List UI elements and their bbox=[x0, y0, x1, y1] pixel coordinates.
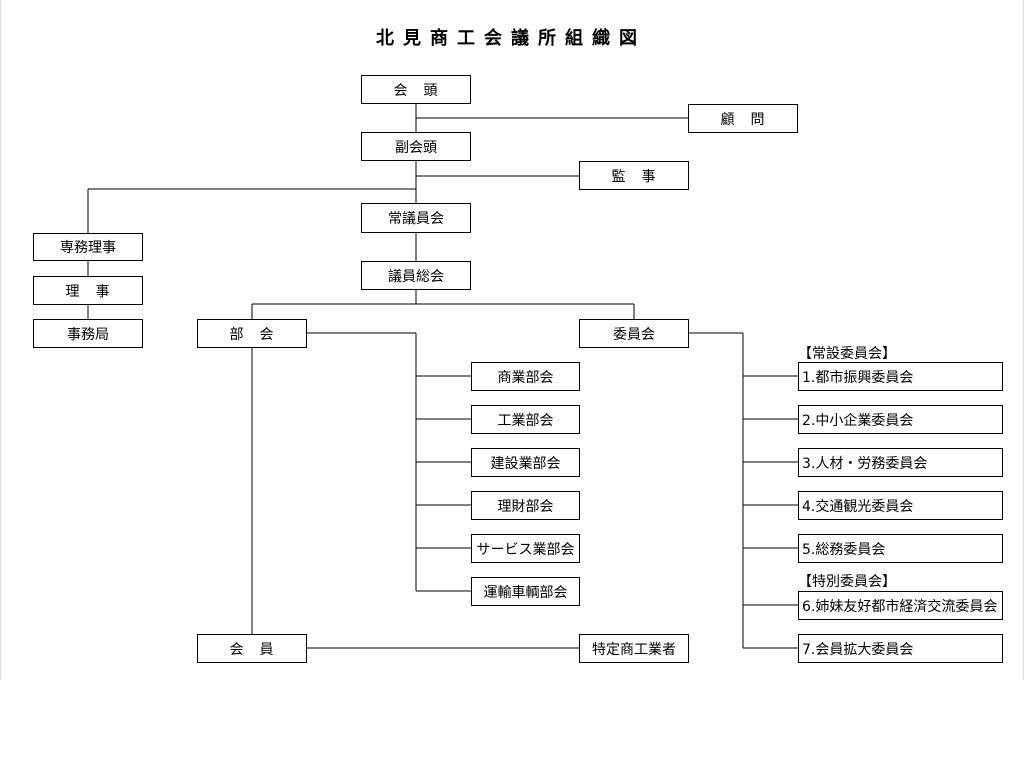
division-item: 工業部会 bbox=[471, 405, 580, 434]
standing-members-box: 常議員会 bbox=[361, 203, 471, 233]
advisor-box: 顧 問 bbox=[688, 104, 798, 133]
members-box: 会 員 bbox=[197, 634, 307, 663]
auditor-box: 監 事 bbox=[579, 161, 689, 190]
connector-lines bbox=[87, 104, 798, 649]
executive-director-box: 専務理事 bbox=[33, 233, 143, 261]
specified-merchants-box: 特定商工業者 bbox=[579, 634, 689, 663]
divisions-box: 部 会 bbox=[197, 319, 307, 348]
special-committees-label: 【特別委員会】 bbox=[798, 574, 896, 590]
division-item: サービス業部会 bbox=[471, 534, 580, 563]
org-chart-sheet: 北見商工会議所組織図 bbox=[0, 0, 1024, 680]
chart-title: 北見商工会議所組織図 bbox=[376, 28, 646, 49]
committee-item: 6.姉妹友好都市経済交流委員会 bbox=[798, 591, 1003, 620]
vice-chairman-box: 副会頭 bbox=[361, 132, 471, 161]
committee-item: 2.中小企業委員会 bbox=[798, 405, 1003, 434]
standing-committees-label: 【常設委員会】 bbox=[798, 346, 896, 362]
committee-item: 4.交通観光委員会 bbox=[798, 491, 1003, 520]
chairman-box: 会 頭 bbox=[361, 75, 471, 104]
committee-item: 7.会員拡大委員会 bbox=[798, 634, 1003, 663]
committee-item: 5.総務委員会 bbox=[798, 534, 1003, 563]
committee-item: 1.都市振興委員会 bbox=[798, 362, 1003, 391]
director-box: 理 事 bbox=[33, 276, 143, 305]
committees-box: 委員会 bbox=[579, 319, 689, 348]
division-item: 運輸車輌部会 bbox=[471, 577, 580, 606]
division-item: 商業部会 bbox=[471, 362, 580, 391]
division-item: 建設業部会 bbox=[471, 448, 580, 477]
secretariat-box: 事務局 bbox=[33, 319, 143, 348]
committee-item: 3.人材・労務委員会 bbox=[798, 448, 1003, 477]
general-assembly-box: 議員総会 bbox=[361, 261, 471, 290]
division-item: 理財部会 bbox=[471, 491, 580, 520]
